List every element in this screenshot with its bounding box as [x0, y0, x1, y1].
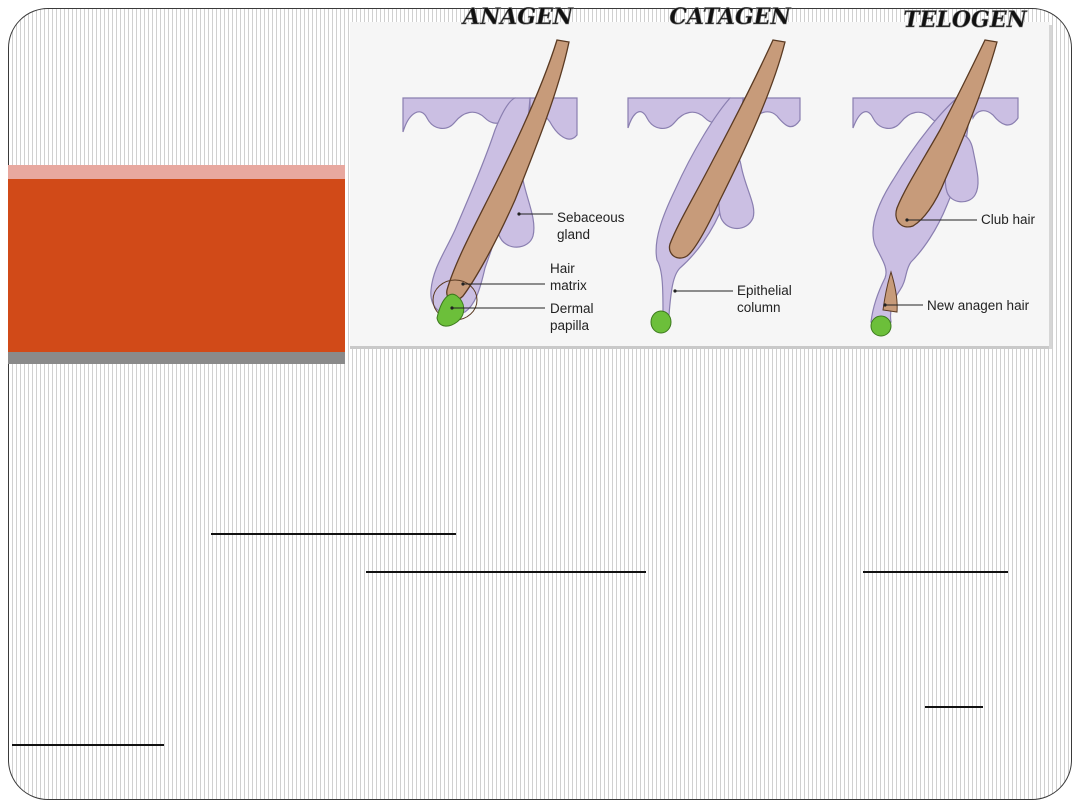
blank-line-4: [925, 706, 983, 708]
catagen-dermal-papilla: [650, 310, 672, 334]
phase-title-telogen: TELOGEN: [903, 7, 1027, 33]
label-sebaceous-2: gland: [557, 227, 590, 242]
label-epithelial-column-2: column: [737, 300, 781, 315]
blank-line-1: [211, 533, 456, 535]
blank-line-5: [12, 744, 164, 746]
figure-shadow-right: [1049, 25, 1052, 349]
blank-line-3: [863, 571, 1008, 573]
leader-dot: [517, 212, 521, 216]
label-dermal-papilla-1: Dermal: [550, 301, 594, 316]
hair-growth-cycle-figure: ANAGEN CATAGEN TELOGEN Sebac: [345, 0, 1072, 370]
accent-band-pink: [8, 165, 345, 179]
anagen-follicle: Sebaceous gland Hair matrix Dermal papil…: [402, 39, 625, 333]
leader-dot: [905, 218, 909, 222]
telogen-dermal-papilla: [870, 315, 892, 337]
accent-band-gray: [8, 352, 345, 364]
accent-band-red: [8, 179, 345, 352]
label-dermal-papilla-2: papilla: [550, 318, 590, 333]
label-club-hair: Club hair: [981, 212, 1036, 227]
hair-cycle-svg: ANAGEN CATAGEN TELOGEN Sebac: [350, 4, 1052, 349]
label-hair-matrix-2: matrix: [550, 278, 587, 293]
phase-title-catagen: CATAGEN: [669, 4, 791, 30]
leader-dot: [673, 289, 677, 293]
catagen-follicle: Epithelial column: [627, 39, 801, 334]
catagen-hair-shaft: [668, 39, 786, 259]
label-sebaceous-1: Sebaceous: [557, 210, 625, 225]
phase-title-anagen: ANAGEN: [461, 4, 574, 30]
telogen-follicle: Club hair New anagen hair: [852, 39, 1036, 337]
label-epithelial-column-1: Epithelial: [737, 283, 792, 298]
telogen-epidermis-right: [969, 97, 1019, 126]
leader-dot: [461, 282, 465, 286]
leader-dot: [883, 303, 887, 307]
label-hair-matrix-1: Hair: [550, 261, 575, 276]
blank-line-2: [366, 571, 646, 573]
leader-dot: [450, 306, 454, 310]
telogen-new-anagen-hair: [882, 270, 898, 313]
telogen-club-hair: [895, 39, 998, 228]
label-new-anagen-hair: New anagen hair: [927, 298, 1030, 313]
figure-shadow-bottom: [350, 346, 1050, 349]
